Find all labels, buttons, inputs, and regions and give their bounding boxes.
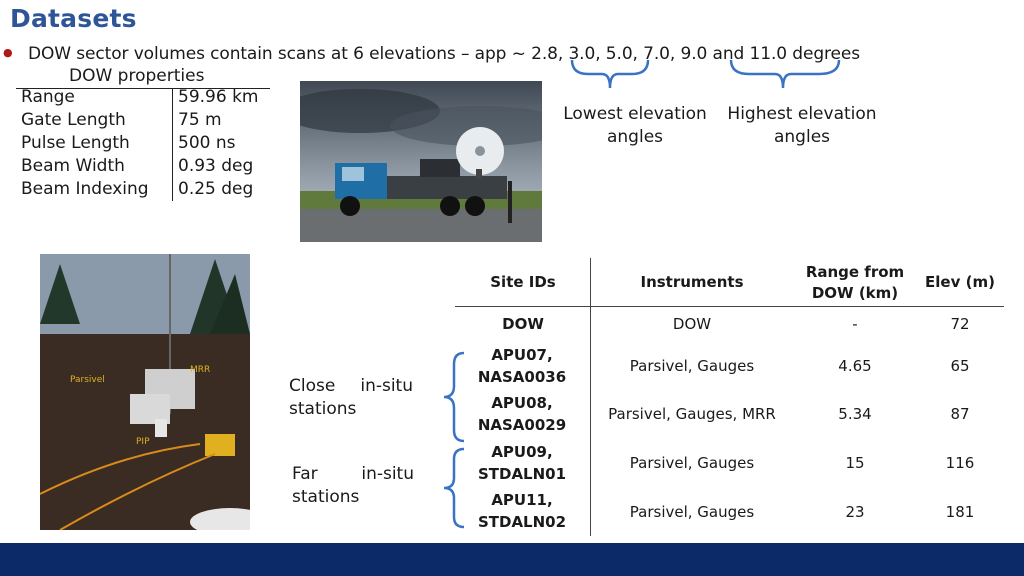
bullet-text: DOW sector volumes contain scans at 6 el… xyxy=(28,44,861,64)
cell-instruments: Parsivel, Gauges xyxy=(629,454,755,472)
cell-range: 5.34 xyxy=(838,405,872,423)
property-value: 59.96 km xyxy=(178,87,259,107)
property-row: Beam Indexing 0.25 deg xyxy=(21,179,271,202)
cell-elev: 87 xyxy=(950,405,970,423)
property-row: Range 59.96 km xyxy=(21,87,271,110)
cell-elev: 116 xyxy=(945,454,975,472)
property-row: Gate Length 75 m xyxy=(21,110,271,133)
bullet-marker-icon: ● xyxy=(3,46,13,59)
property-label: Beam Indexing xyxy=(21,179,149,199)
table-divider xyxy=(590,258,591,536)
lowest-elevation-line1: Lowest elevation xyxy=(563,104,707,124)
cell-instruments: DOW xyxy=(672,315,712,333)
property-value: 0.93 deg xyxy=(178,156,254,176)
highest-elevation-line2: angles xyxy=(773,127,831,147)
cell-range: 15 xyxy=(845,454,865,472)
property-row: Pulse Length 500 ns xyxy=(21,133,271,156)
header-elev: Elev (m) xyxy=(925,273,995,291)
header-instruments: Instruments xyxy=(640,273,744,291)
parsivel-label: Parsivel xyxy=(70,375,105,385)
cell-range: 23 xyxy=(845,503,865,521)
highest-elevation-note: Highest elevation angles xyxy=(718,103,886,149)
close-stations-label: Close in-situ stations xyxy=(289,375,413,421)
cell-site: APU08, NASA0029 xyxy=(477,394,567,434)
table-header-rule xyxy=(455,306,1004,307)
properties-separator xyxy=(172,89,173,201)
cell-elev: 181 xyxy=(945,503,975,521)
lowest-elevation-note: Lowest elevation angles xyxy=(553,103,717,149)
cell-site: DOW xyxy=(502,315,544,333)
header-site-ids: Site IDs xyxy=(490,273,556,291)
far-stations-word: stations xyxy=(292,487,360,507)
cell-instruments: Parsivel, Gauges xyxy=(629,503,755,521)
close-stations-word: stations xyxy=(289,399,357,419)
cell-elev: 72 xyxy=(950,315,970,333)
cell-range: - xyxy=(852,315,858,333)
brace-close-icon xyxy=(443,351,465,443)
pip-label: PIP xyxy=(136,437,150,447)
cell-site: APU07, NASA0036 xyxy=(477,346,567,386)
highest-elevation-line1: Highest elevation xyxy=(727,104,877,124)
cell-instruments: Parsivel, Gauges, MRR xyxy=(608,405,776,423)
close-insitu-word: in-situ xyxy=(360,376,413,396)
footer-bar xyxy=(0,543,1024,576)
properties-rule xyxy=(16,88,270,89)
cell-site: APU09, STDALN01 xyxy=(477,443,567,483)
close-word: Close xyxy=(289,376,336,396)
property-value: 0.25 deg xyxy=(178,179,254,199)
page-title: Datasets xyxy=(10,4,137,33)
instrument-site-photo: MRR Parsivel PIP xyxy=(40,254,250,530)
far-word: Far xyxy=(292,464,318,484)
property-label: Range xyxy=(21,87,75,107)
property-label: Pulse Length xyxy=(21,133,130,153)
property-label: Beam Width xyxy=(21,156,125,176)
cell-range: 4.65 xyxy=(838,357,872,375)
mrr-label: MRR xyxy=(190,365,210,375)
cell-elev: 65 xyxy=(950,357,970,375)
dow-truck-photo xyxy=(300,81,542,242)
property-row: Beam Width 0.93 deg xyxy=(21,156,271,179)
far-stations-label: Far in-situ stations xyxy=(292,463,414,509)
property-label: Gate Length xyxy=(21,110,126,130)
cell-instruments: Parsivel, Gauges xyxy=(629,357,755,375)
brace-far-icon xyxy=(443,447,465,529)
brace-lowest-icon xyxy=(570,59,650,89)
property-value: 500 ns xyxy=(178,133,236,153)
far-insitu-word: in-situ xyxy=(361,464,414,484)
lowest-elevation-line2: angles xyxy=(606,127,664,147)
properties-title: DOW properties xyxy=(69,66,205,86)
property-value: 75 m xyxy=(178,110,222,130)
brace-highest-icon xyxy=(729,59,841,89)
cell-site: APU11, STDALN02 xyxy=(477,491,567,531)
header-range: Range from DOW (km) xyxy=(805,263,905,302)
